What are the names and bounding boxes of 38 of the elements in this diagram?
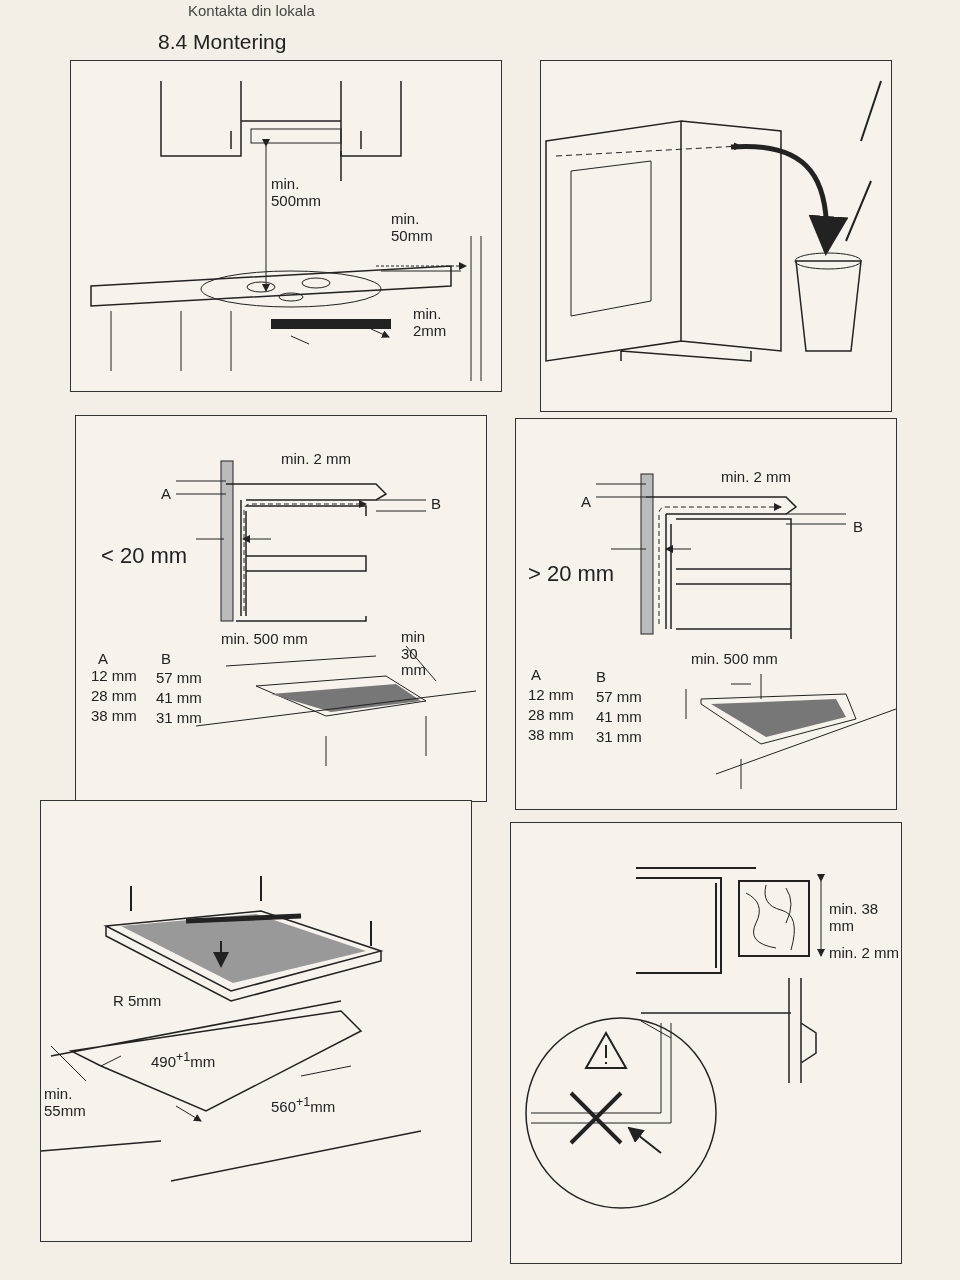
table-value: 57 mm <box>156 670 202 687</box>
dimension-label: min. 2mm <box>413 306 448 339</box>
callout-letter: B <box>853 519 863 536</box>
dimension-label: min. 2 mm <box>721 469 791 486</box>
dimension-label: min. 2 mm <box>829 945 899 962</box>
dimension-label: min. 38 mm <box>829 901 880 934</box>
dimension-label: min. 500 mm <box>221 631 308 648</box>
dimension-label: < 20 mm <box>101 544 188 569</box>
dimension-label: > 20 mm <box>528 562 615 587</box>
dimension-label: min. 2 mm <box>281 451 351 468</box>
table-value: 38 mm <box>528 727 574 744</box>
table-value: 31 mm <box>156 710 202 727</box>
dimension-label: min. 500mm <box>271 176 323 209</box>
callout-letter: A <box>581 494 591 511</box>
dimension-label: min. 50mm <box>391 211 434 244</box>
table-value: 57 mm <box>596 689 642 706</box>
table-value: 28 mm <box>528 707 574 724</box>
table-value: 12 mm <box>91 668 137 685</box>
section-heading: 8.4 Montering <box>158 30 287 54</box>
dimension-label: min 30 mm <box>401 629 427 679</box>
callout-letter: A <box>161 486 171 503</box>
table-header: B <box>596 669 606 686</box>
dimension-label: min. 500 mm <box>691 651 778 668</box>
dimension-label: min. 55mm <box>44 1086 87 1119</box>
table-value: 28 mm <box>91 688 137 705</box>
table-value: 12 mm <box>528 687 574 704</box>
table-value: 41 mm <box>596 709 642 726</box>
cut-off-text: Kontakta din lokala <box>188 2 315 19</box>
table-value: 38 mm <box>91 708 137 725</box>
table-header: A <box>98 651 108 668</box>
dimension-label: 490$^{+1}$mm <box>151 1051 216 1071</box>
table-value: 31 mm <box>596 729 642 746</box>
table-header: A <box>531 667 541 684</box>
dimension-label: R 5mm <box>113 993 162 1010</box>
dimension-label: 560$^{+1}$mm <box>271 1096 336 1116</box>
table-value: 41 mm <box>156 690 202 707</box>
callout-letter: B <box>431 496 441 513</box>
table-header: B <box>161 651 171 668</box>
